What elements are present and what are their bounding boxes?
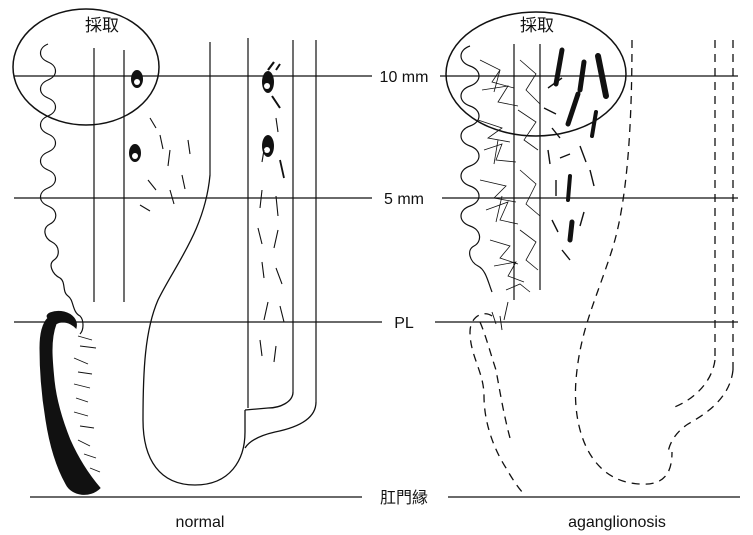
level-label-5mm: 5 mm: [384, 191, 424, 208]
mucosa-wave-aganglionic: [461, 46, 492, 292]
ganglion-nucleus: [264, 147, 270, 153]
ganglion-nucleus: [134, 79, 140, 85]
caption-normal: normal: [176, 514, 225, 531]
aganglionosis-diagram: 採取: [446, 12, 733, 531]
sampling-label-right: 採取: [520, 16, 554, 36]
level-label-anal-verge: 肛門縁: [380, 488, 428, 507]
ganglion-nucleus: [132, 153, 138, 159]
dashed-outlines: [470, 40, 733, 494]
nerve-trunks-thick: [556, 50, 606, 240]
nerve-fibers-normal: [140, 62, 284, 362]
caption-aganglionosis: aganglionosis: [568, 514, 666, 531]
external-curve-dashed-inner: [672, 360, 715, 408]
anal-canal-dashed-inner: [480, 322, 510, 438]
anal-hatch-normal: [74, 336, 100, 472]
level-label-10mm: 10 mm: [380, 69, 429, 86]
external-curve-dashed-outer: [668, 370, 733, 452]
normal-diagram: 採取: [13, 9, 316, 531]
external-sphincter-curve-inner: [245, 392, 293, 410]
anal-canal-dashed: [470, 314, 524, 494]
ganglion-cell: [262, 71, 274, 93]
anal-lining-dark: [40, 311, 100, 494]
ganglion-nucleus: [264, 83, 270, 89]
level-lines: [14, 76, 740, 497]
anal-hatch-aganglionic: [492, 302, 508, 330]
hypertrophic-nerves: [478, 60, 540, 292]
mucosa-wave-normal: [41, 44, 84, 334]
internal-sphincter-outline: [143, 175, 245, 485]
ganglion-cells-normal: [129, 70, 274, 162]
internal-sphincter-dashed: [575, 40, 672, 484]
level-label-pl: PL: [394, 315, 414, 332]
sampling-label-left: 採取: [85, 16, 119, 36]
